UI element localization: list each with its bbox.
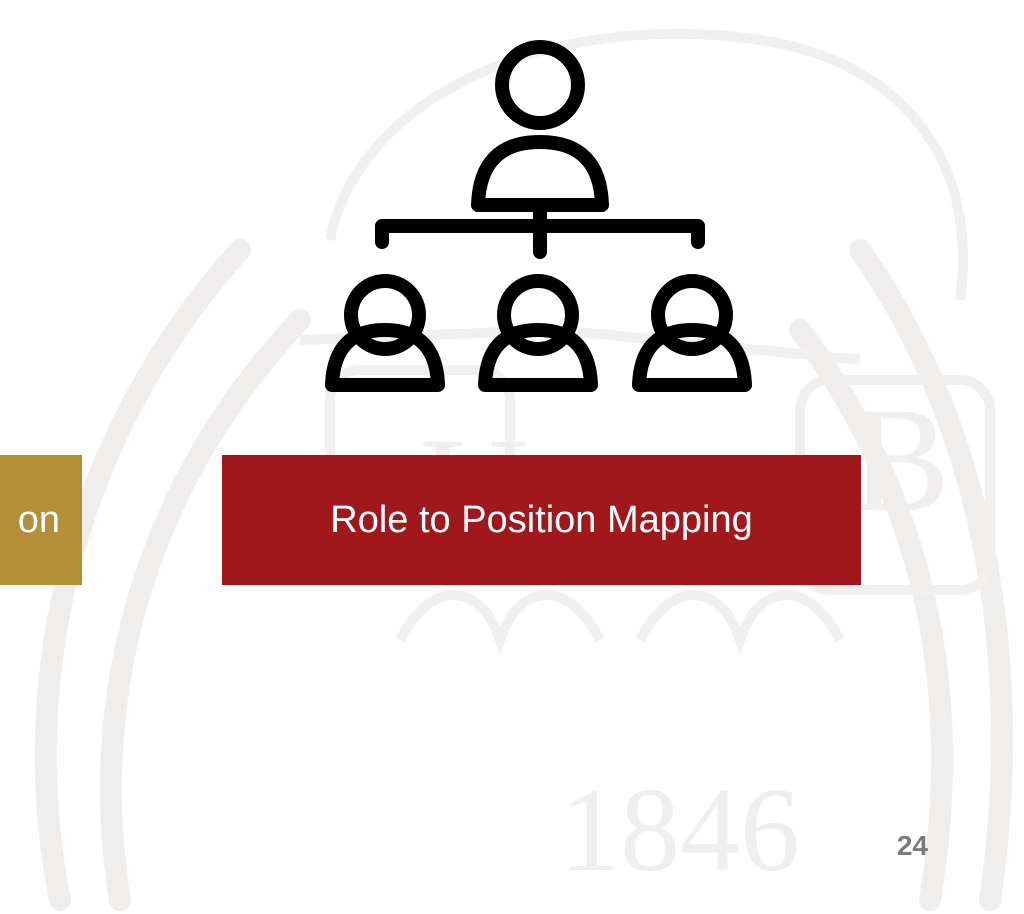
org-chart-icon: [325, 40, 752, 392]
top-person-icon: [471, 40, 609, 212]
previous-step-tile: on: [0, 455, 82, 585]
middle-person-icon: [478, 274, 598, 392]
left-person-icon: [325, 274, 445, 392]
role-to-position-mapping-label: Role to Position Mapping: [330, 498, 753, 541]
watermark-letter-b: B: [850, 377, 950, 543]
page-number: 24: [896, 830, 928, 861]
watermark-year: 1846: [560, 763, 800, 896]
previous-step-label: on: [17, 498, 60, 541]
right-person-icon: [632, 274, 752, 392]
connector-lines: [375, 201, 705, 259]
role-to-position-mapping-tile: Role to Position Mapping: [222, 455, 861, 585]
